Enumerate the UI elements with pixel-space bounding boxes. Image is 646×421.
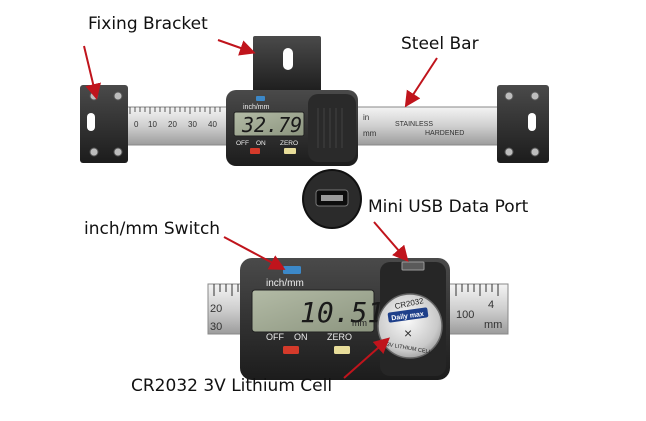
unit-mm-bottom: mm bbox=[352, 318, 367, 328]
callout-steel-bar: Steel Bar bbox=[401, 34, 479, 54]
scale-number: 30 bbox=[210, 321, 222, 333]
callout-arrows bbox=[83, 39, 438, 379]
scale-number: 100 bbox=[456, 309, 474, 321]
scale-in-label: in bbox=[363, 113, 369, 122]
zero-label-top: ZERO bbox=[280, 140, 298, 147]
scale-number: 0 bbox=[134, 120, 139, 129]
callout-battery: CR2032 3V Lithium Cell bbox=[131, 376, 333, 396]
on-button-top[interactable] bbox=[250, 148, 260, 154]
scale-number: 20 bbox=[210, 303, 222, 315]
callout-fixing-bracket: Fixing Bracket bbox=[88, 14, 208, 34]
coin-cell-battery: CR2032 Daily max × 3V LITHIUM CELL bbox=[377, 293, 443, 359]
bottom-device: 20 30 4 100 mm inch/mm 10.51 mm OFF ON Z… bbox=[207, 258, 509, 380]
arrow-fixing-bracket-left bbox=[83, 45, 101, 100]
top-device: 0 10 20 30 40 in mm STAINLESS HARDENED bbox=[80, 36, 549, 166]
lcd-bottom bbox=[251, 289, 375, 333]
callout-unit-switch: inch/mm Switch bbox=[84, 219, 221, 239]
unit-switch-top[interactable] bbox=[256, 96, 265, 101]
arrow-battery bbox=[343, 337, 390, 379]
scale-number: 4 bbox=[488, 299, 494, 311]
off-label-top: OFF bbox=[236, 140, 249, 147]
off-label-bottom: OFF bbox=[266, 332, 284, 342]
zero-button-bottom[interactable] bbox=[334, 346, 350, 354]
arrow-steel-bar bbox=[404, 57, 438, 108]
lcd-top bbox=[233, 111, 305, 137]
unit-label-bottom: inch/mm bbox=[266, 278, 304, 289]
usb-port-inset bbox=[302, 169, 362, 229]
scale-mm-label: mm bbox=[484, 319, 502, 331]
reading-top: 32.79 bbox=[241, 113, 302, 137]
arrow-usb-port bbox=[373, 221, 409, 263]
reading-head-top: inch/mm 32.79 OFF ON ZERO bbox=[226, 90, 358, 166]
ruler-ticks-top bbox=[129, 107, 221, 114]
reading-bottom: 10.51 bbox=[300, 296, 384, 329]
battery-plus-symbol: × bbox=[404, 325, 412, 341]
zero-label-bottom: ZERO bbox=[327, 332, 352, 342]
unit-label-top: inch/mm bbox=[243, 104, 270, 111]
scale-mm-label: mm bbox=[363, 129, 377, 138]
on-button-bottom[interactable] bbox=[283, 346, 299, 354]
left-end-bracket bbox=[80, 85, 128, 163]
usb-port-bottom[interactable] bbox=[401, 261, 425, 271]
right-end-bracket bbox=[497, 85, 549, 163]
callout-usb-port: Mini USB Data Port bbox=[368, 197, 529, 217]
bar-stainless-label: STAINLESS bbox=[395, 121, 433, 128]
on-label-bottom: ON bbox=[294, 332, 308, 342]
on-label-top: ON bbox=[256, 140, 266, 147]
arrow-unit-switch bbox=[223, 236, 286, 270]
battery-brand-label: Daily max bbox=[391, 311, 424, 322]
zero-button-top[interactable] bbox=[284, 148, 296, 154]
scale-number: 30 bbox=[188, 120, 197, 129]
bar-hardened-label: HARDENED bbox=[425, 130, 464, 137]
scale-number: 20 bbox=[168, 120, 177, 129]
fixing-bracket bbox=[253, 36, 321, 94]
scale-number: 10 bbox=[148, 120, 157, 129]
unit-switch-bottom[interactable] bbox=[283, 266, 301, 274]
scale-number: 40 bbox=[208, 120, 217, 129]
arrow-fixing-bracket-top bbox=[217, 39, 256, 56]
